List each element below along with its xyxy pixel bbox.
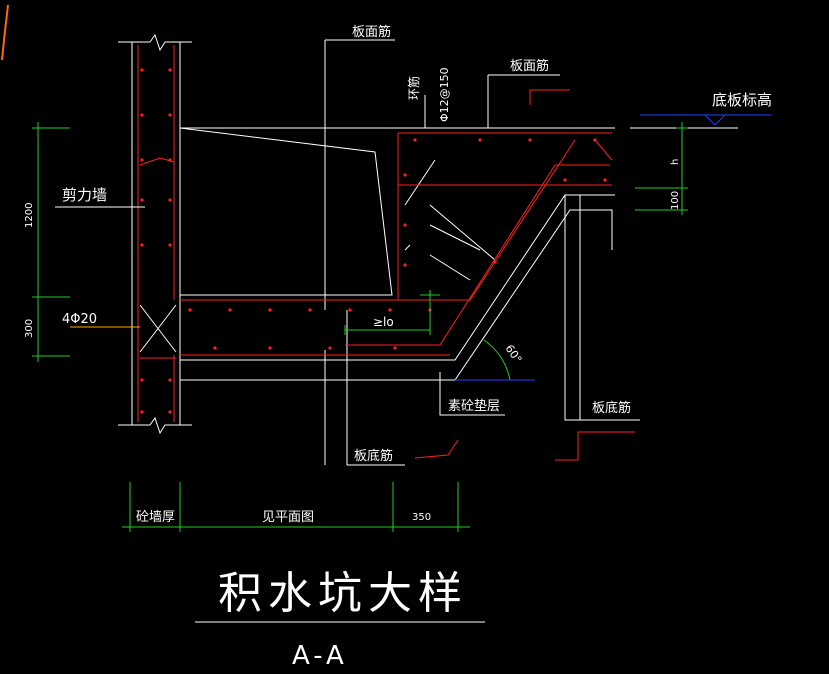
bottom-dimensions <box>122 482 470 532</box>
dim-350: 350 <box>412 512 431 523</box>
dim-300: 300 <box>24 319 35 338</box>
section-label: A-A <box>292 641 348 671</box>
drawing-title: 积水坑大样 <box>218 568 468 619</box>
corner-bars-label: 4Φ20 <box>62 312 97 327</box>
corner-bars-cross <box>139 304 177 353</box>
pit-outline <box>179 40 640 465</box>
dim-h: h <box>670 159 681 165</box>
dim-see-plan: 见平面图 <box>262 510 314 525</box>
dim-wall-thickness: 砼墙厚 <box>136 510 175 525</box>
dim-1200: 1200 <box>24 203 35 228</box>
wall-rebar-dots <box>140 68 172 414</box>
top-slab-rebar-left-label: 板面筋 <box>352 24 391 40</box>
dim-100: 100 <box>670 191 681 210</box>
top-slab-rebar-right-label: 板面筋 <box>510 58 549 74</box>
angle-arc <box>483 339 511 381</box>
slab-bottom-rebar-left-label: 板底筋 <box>354 448 393 464</box>
slab-bottom-rebar-right-label: 板底筋 <box>592 400 631 416</box>
left-dimensions <box>32 122 70 362</box>
anchorage-label: ≥lo <box>373 315 394 329</box>
pit-rebar <box>140 89 635 461</box>
shear-wall <box>118 33 192 435</box>
ring-bar-spec-label: Φ12@150 <box>438 67 451 122</box>
anchorage-dim <box>344 290 440 335</box>
label-leaders <box>325 39 640 466</box>
cad-edge-mark <box>1 4 9 61</box>
bottom-elevation-label: 底板标高 <box>712 91 772 109</box>
angle-label: 60° <box>503 342 525 365</box>
elevation-marker <box>630 114 772 129</box>
wall-rebar <box>137 45 175 422</box>
shear-wall-label: 剪力墙 <box>62 186 107 204</box>
pit-rebar-dots <box>188 138 607 350</box>
cushion-label: 素砼垫层 <box>448 398 500 414</box>
right-dimensions <box>635 122 688 215</box>
ring-bar-label: 环筋 <box>406 76 421 100</box>
